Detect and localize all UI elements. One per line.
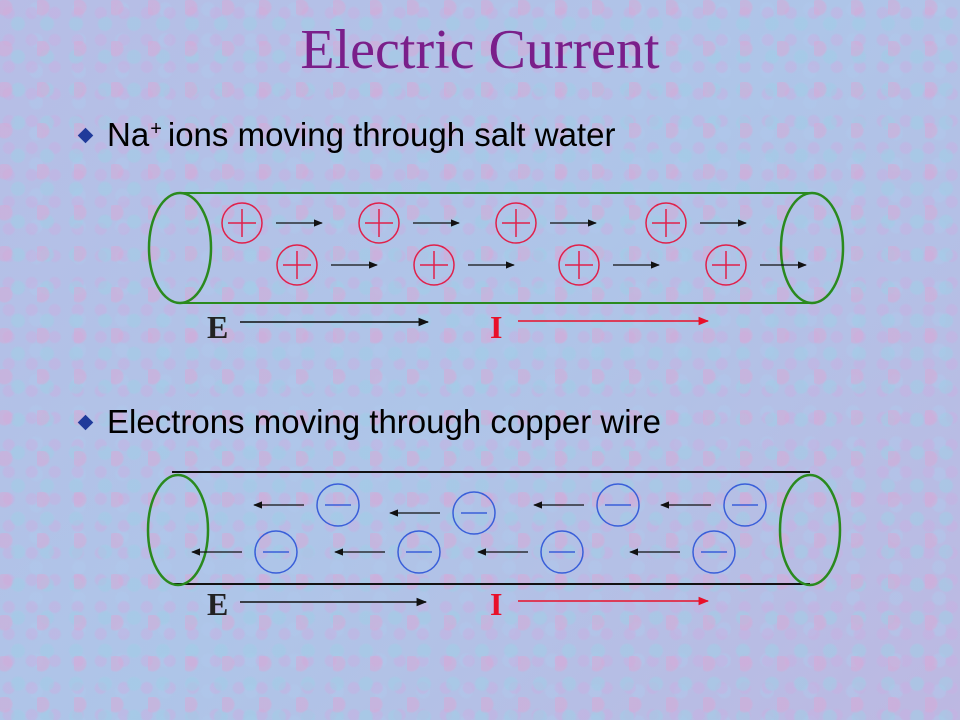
positive-ion [358,202,400,244]
salt-water-tube-diagram: E I [147,191,845,345]
bullet-electrons: Electrons moving through copper wire [76,403,661,441]
electron [254,530,298,574]
positive-ion [495,202,537,244]
plus-sign-icon [712,251,740,279]
current-label-i: I [490,586,502,622]
bullet-diamond-icon [77,414,94,430]
tube-left-end [147,191,213,305]
plus-sign-icon [502,209,530,237]
current-label-i: I [490,309,502,345]
positive-ion [413,244,455,286]
tube-right-end [779,191,845,305]
bullet-na-ions: Na+ ions moving through salt water [76,116,615,154]
field-label-e: E [207,309,228,345]
electron-layer [191,483,767,574]
positive-ion [645,202,687,244]
tube-right-end [778,473,842,587]
bullet-na-superscript: + [150,117,162,140]
plus-sign-icon [420,251,448,279]
positive-ion [558,244,600,286]
positive-ion [276,244,318,286]
plus-sign-icon [652,209,680,237]
tube [146,471,842,587]
tube-left-end [146,473,210,587]
plus-sign-icon [228,209,256,237]
plus-sign-icon [283,251,311,279]
bullet-na-prefix: Na [107,116,150,153]
electron [692,530,736,574]
bullet-diamond-icon [77,127,94,143]
slide-title: Electric Current [300,19,660,81]
electron [596,483,640,527]
ion-layer [221,202,807,286]
electron [316,483,360,527]
positive-ion [221,202,263,244]
tube [147,191,845,305]
electron [723,483,767,527]
electron [452,491,496,535]
electron [540,530,584,574]
plus-sign-icon [565,251,593,279]
copper-wire-tube-diagram: E I [146,471,842,622]
plus-sign-icon [365,209,393,237]
positive-ion [705,244,747,286]
bullet-na-text: ions moving through salt water [167,116,616,153]
bullet-electrons-text: Electrons moving through copper wire [107,403,661,440]
electron [397,530,441,574]
field-label-e: E [207,586,228,622]
